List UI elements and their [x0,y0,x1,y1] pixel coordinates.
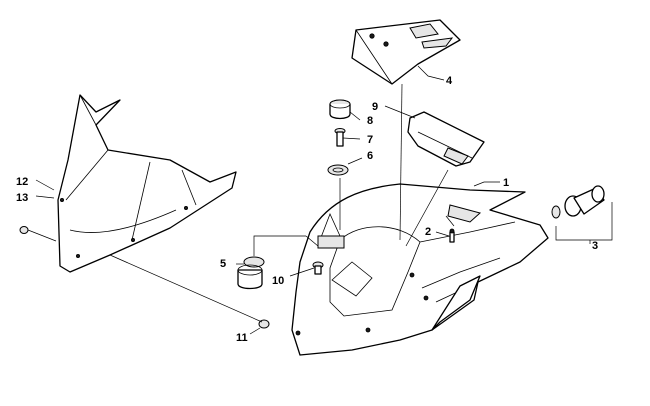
screw-part [334,128,361,147]
switch-part [236,235,319,290]
gauge-part [384,105,485,167]
outlet-assembly-part [551,185,613,241]
windshield-fastener-part [19,226,57,242]
callout-2: 2 [425,226,431,238]
callout-5: 5 [220,258,226,270]
top-cover-part [351,19,461,85]
callout-6: 6 [367,150,373,162]
callout-8: 8 [367,115,373,127]
callout-1: 1 [503,177,509,189]
hood-screw-part [435,228,455,243]
callout-12: 12 [16,176,28,188]
callout-11: 11 [236,332,248,344]
cap-part [329,99,361,121]
hood-panel-part [291,183,549,356]
leader-lines [35,83,591,323]
callout-10: 10 [272,275,284,287]
callout-7: 7 [367,134,373,146]
windshield-part [57,94,237,273]
callout-4: 4 [446,75,453,87]
bolt-part [289,261,324,277]
callout-3: 3 [592,240,598,252]
callout-13: 13 [16,192,28,204]
callout-9: 9 [372,101,378,113]
nut-part [327,157,363,176]
mount-nut-part [249,319,270,335]
